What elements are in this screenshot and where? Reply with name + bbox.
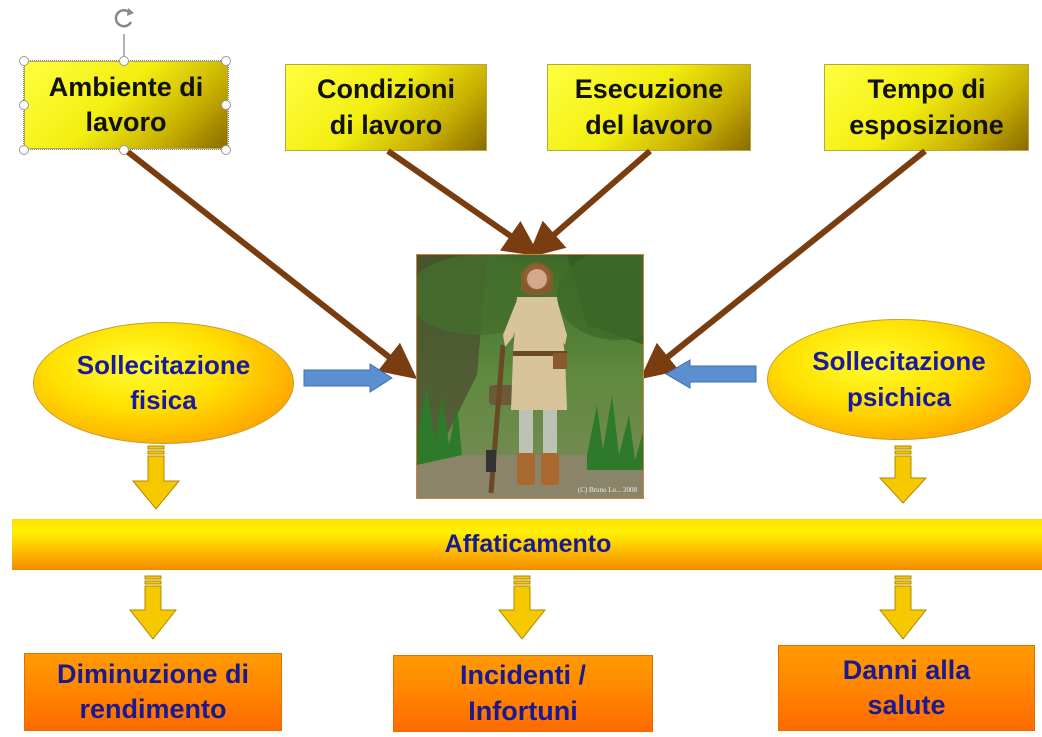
stress-fisica-label: Sollecitazione fisica	[76, 349, 251, 415]
yellow-down-arrow-psichica	[878, 445, 928, 504]
cause-label-ambiente: Ambiente di lavoro	[48, 71, 204, 137]
ellipse-sollecitazione-fisica[interactable]: Sollecitazione fisica	[33, 322, 294, 444]
resize-handle[interactable]	[19, 145, 29, 155]
yellow-down-arrow-diminuzione	[128, 575, 178, 640]
effect-label-incidenti: Incidenti / Infortuni	[459, 660, 586, 726]
cause-box-tempo-di-esposizione[interactable]: Tempo di esposizione	[824, 64, 1029, 151]
cause-box-ambiente-di-lavoro[interactable]: Ambiente di lavoro	[23, 60, 229, 150]
arrow-ambiente-to-worker	[126, 149, 418, 380]
resize-handle[interactable]	[19, 56, 29, 66]
arrow-esecuzione-to-worker	[527, 148, 652, 258]
image-copyright-caption: (C) Bruno Lo... 2008	[577, 486, 637, 494]
effect-label-danni: Danni alla salute	[842, 654, 971, 720]
arrow-tempo-to-worker	[639, 148, 927, 380]
yellow-down-arrow-incidenti	[497, 575, 547, 640]
blue-arrow-right	[303, 363, 393, 393]
affaticamento-bar[interactable]: Affaticamento	[12, 519, 1042, 570]
resize-handle[interactable]	[19, 100, 29, 110]
resize-handle[interactable]	[221, 56, 231, 66]
effect-label-diminuzione: Diminuzione di rendimento	[57, 658, 249, 724]
cause-box-condizioni-di-lavoro[interactable]: Condizioni di lavoro	[285, 64, 487, 151]
resize-handle[interactable]	[221, 145, 231, 155]
effect-box-danni-alla-salute[interactable]: Danni alla salute	[778, 645, 1035, 731]
effect-box-diminuzione-di-rendimento[interactable]: Diminuzione di rendimento	[24, 653, 282, 731]
yellow-down-arrow-fisica	[131, 445, 181, 510]
cause-label-condizioni: Condizioni di lavoro	[317, 74, 455, 140]
cause-label-esecuzione: Esecuzione del lavoro	[574, 74, 724, 140]
resize-handle[interactable]	[119, 145, 129, 155]
resize-handle[interactable]	[221, 100, 231, 110]
cause-label-tempo: Tempo di esposizione	[849, 74, 1004, 140]
yellow-down-arrow-danni	[878, 575, 928, 640]
arrow-condizioni-to-worker	[386, 148, 540, 257]
ellipse-sollecitazione-psichica[interactable]: Sollecitazione psichica	[767, 319, 1031, 440]
blue-arrow-left	[665, 359, 757, 389]
stress-psichica-label: Sollecitazione psichica	[812, 346, 986, 412]
resize-handle[interactable]	[119, 56, 129, 66]
worker-figure-image	[417, 255, 643, 498]
affaticamento-label: Affaticamento	[444, 530, 612, 558]
rotate-handle-icon[interactable]	[114, 8, 134, 56]
effect-box-incidenti-infortuni[interactable]: Incidenti / Infortuni	[393, 655, 653, 732]
worker-illustration[interactable]: (C) Bruno Lo... 2008	[416, 254, 644, 499]
